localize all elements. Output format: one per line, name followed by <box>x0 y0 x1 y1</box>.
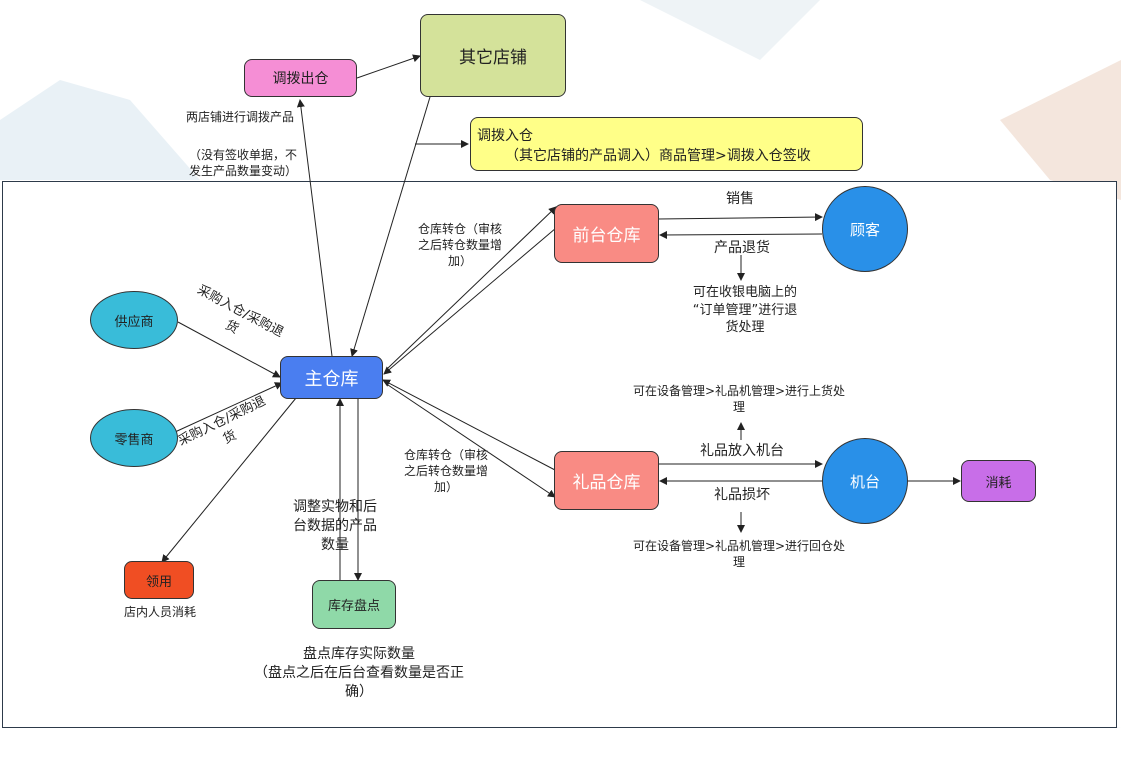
edge-transfer-out-to-other-store <box>356 54 421 79</box>
label-no-receipt: （没有签收单据，不 发生产品数量变动） <box>188 148 297 179</box>
edge-front-to-main <box>383 227 557 375</box>
node-transfer-out[interactable]: 调拨出仓 <box>244 59 357 97</box>
node-usage[interactable]: 领用 <box>124 561 194 599</box>
label-gift-return-note: 可在设备管理>礼品机管理>进行回仓处 理 <box>632 539 846 570</box>
edge-main-to-gift <box>387 384 556 498</box>
node-consume-label: 消耗 <box>985 475 1012 491</box>
node-front-warehouse-label: 前台仓库 <box>572 226 641 246</box>
node-machine-label: 机台 <box>849 472 880 491</box>
edge-main-to-usage <box>161 397 297 563</box>
label-transfer-front: 仓库转仓（审核 之后转仓数量增 加） <box>417 222 502 269</box>
label-gift-put-in: 礼品放入机台 <box>700 443 784 459</box>
node-retailer[interactable]: 零售商 <box>90 409 178 467</box>
node-transfer-out-label: 调拨出仓 <box>272 71 329 87</box>
node-customer[interactable]: 顾客 <box>822 186 908 272</box>
node-transfer-in-desc: （其它店铺的产品调入）商品管理>调拨入仓签收 <box>505 148 811 165</box>
edge-retailer-to-main <box>174 382 283 433</box>
label-adjust-note: 调整实物和后 台数据的产品 数量 <box>293 499 377 553</box>
label-staff-consume: 店内人员消耗 <box>123 605 196 619</box>
node-stocktake[interactable]: 库存盘点 <box>312 580 396 629</box>
edge-gift-to-main <box>382 379 556 471</box>
edge-other-store-to-main <box>350 96 431 357</box>
edge-supplier-to-main <box>177 321 281 378</box>
node-usage-label: 领用 <box>145 574 172 590</box>
edge-customer-to-front <box>659 230 823 239</box>
label-product-return: 产品退货 <box>714 240 770 256</box>
node-supplier[interactable]: 供应商 <box>90 291 178 349</box>
node-gift-warehouse-label: 礼品仓库 <box>572 473 641 493</box>
label-two-store-transfer: 两店铺进行调拨产品 <box>185 110 294 124</box>
node-customer-label: 顾客 <box>849 220 880 239</box>
node-main-warehouse[interactable]: 主仓库 <box>280 356 383 399</box>
label-sales: 销售 <box>726 191 754 207</box>
node-transfer-in[interactable]: 调拨入仓 （其它店铺的产品调入）商品管理>调拨入仓签收 <box>470 117 863 171</box>
label-transfer-gift: 仓库转仓（审核 之后转仓数量增 加） <box>403 448 488 495</box>
node-gift-warehouse[interactable]: 礼品仓库 <box>554 451 659 510</box>
edge-main-to-front <box>387 206 557 369</box>
node-other-store-label: 其它店铺 <box>459 48 527 68</box>
node-consume[interactable]: 消耗 <box>961 460 1036 502</box>
node-main-warehouse-label: 主仓库 <box>304 368 359 390</box>
label-gift-damage: 礼品损坏 <box>714 487 770 503</box>
label-stocktake-note: 盘点库存实际数量 （盘点之后在后台查看数量是否正 确） <box>254 646 464 700</box>
label-return-note: 可在收银电脑上的 “订单管理”进行退 货处理 <box>692 285 798 336</box>
edge-main-to-transfer-out <box>296 99 333 357</box>
node-retailer-label: 零售商 <box>114 432 154 448</box>
node-supplier-label: 供应商 <box>114 314 154 330</box>
node-machine[interactable]: 机台 <box>822 438 908 524</box>
node-other-store[interactable]: 其它店铺 <box>420 14 566 97</box>
node-transfer-in-title: 调拨入仓 <box>477 128 533 144</box>
label-gift-load-note: 可在设备管理>礼品机管理>进行上货处 理 <box>632 384 846 415</box>
edge-front-to-customer <box>657 213 823 222</box>
node-stocktake-label: 库存盘点 <box>327 599 380 614</box>
node-front-warehouse[interactable]: 前台仓库 <box>554 204 659 263</box>
